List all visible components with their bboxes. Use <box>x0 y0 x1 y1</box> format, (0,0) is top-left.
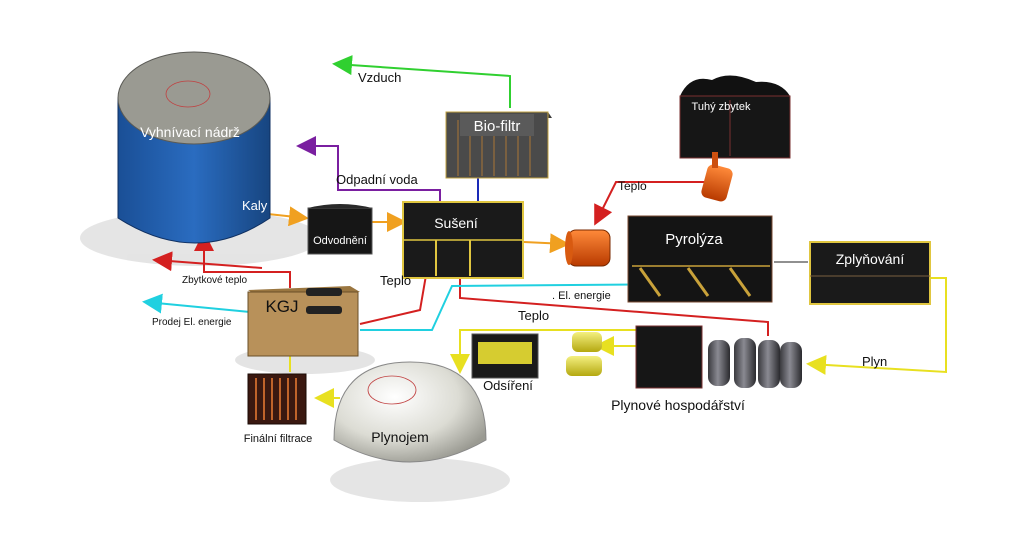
heat-label-top: Teplo <box>618 179 647 193</box>
gas-holder-label: Plynojem <box>371 429 429 445</box>
gasification-unit[interactable]: Zplyňování <box>809 241 931 305</box>
desulfurization-arrow <box>450 329 636 374</box>
dewatering-unit[interactable]: Odvodnění <box>307 204 373 255</box>
biofilter-label: Bio-filtr <box>474 118 521 135</box>
sludge-arrow <box>267 206 309 227</box>
flow-arrows <box>142 55 947 408</box>
heat-to-reactor-arrow <box>594 181 705 226</box>
chp-unit[interactable]: KGJ <box>247 286 360 357</box>
pyrolysis-unit[interactable]: Pyrolýza <box>627 215 773 303</box>
gas-label: Plyn <box>862 354 887 369</box>
gasification-label: Zplyňování <box>836 251 905 267</box>
residual-heat-arrow <box>194 231 291 288</box>
desulfurization-unit[interactable]: Odsíření <box>471 333 539 393</box>
air-arrow <box>332 55 511 108</box>
digestion-tank-label: Vyhnívací nádrž <box>140 124 240 140</box>
solid-residue-label: Tuhý zbytek <box>692 101 751 113</box>
electricity-label: . El. energie <box>552 290 611 302</box>
heat-label-return: Teplo <box>518 308 549 323</box>
wastewater-label: Odpadní voda <box>336 172 418 187</box>
desulfurization-label: Odsíření <box>483 378 533 393</box>
drying-to-pyrolysis-arrow <box>523 233 570 254</box>
feed-reactor <box>565 229 611 267</box>
residual-heat-label: Zbytkové teplo <box>182 275 247 286</box>
gas-arrow <box>806 277 947 375</box>
sludge-label: Kaly <box>242 198 268 213</box>
final-filtration-unit[interactable]: Finální filtrace <box>244 373 312 445</box>
gas-filters <box>566 332 602 376</box>
final-filtration-label: Finální filtrace <box>244 433 312 445</box>
air-label: Vzduch <box>358 70 401 85</box>
wastewater-arrow <box>296 136 441 204</box>
drying-label: Sušení <box>434 215 478 231</box>
dewatering-label: Odvodnění <box>313 235 367 247</box>
gas-management-label: Plynové hospodářství <box>611 397 745 413</box>
solid-residue-bin[interactable]: Tuhý zbytek <box>679 75 791 159</box>
electricity-sale-arrow <box>142 293 251 314</box>
pyrolysis-label: Pyrolýza <box>665 231 723 248</box>
electricity-sale-label: Prodej El. energie <box>152 317 232 328</box>
gas-management-unit[interactable]: Plynové hospodářství <box>611 325 802 413</box>
heat-label-chp: Teplo <box>380 273 411 288</box>
residue-drum <box>701 152 733 202</box>
gas-cylinders <box>708 338 802 388</box>
digestion-tank[interactable]: Vyhnívací nádrž <box>117 51 271 244</box>
chp-label: KGJ <box>265 297 298 316</box>
biofilter[interactable]: Bio-filtr <box>445 111 552 179</box>
gas-holder[interactable]: Plynojem <box>333 361 487 463</box>
drying-unit[interactable]: Sušení <box>402 201 524 279</box>
flow-labels: Vzduch Odpadní voda Kaly Teplo Teplo Tep… <box>152 70 887 369</box>
residual-heat-out-arrow <box>152 251 263 272</box>
